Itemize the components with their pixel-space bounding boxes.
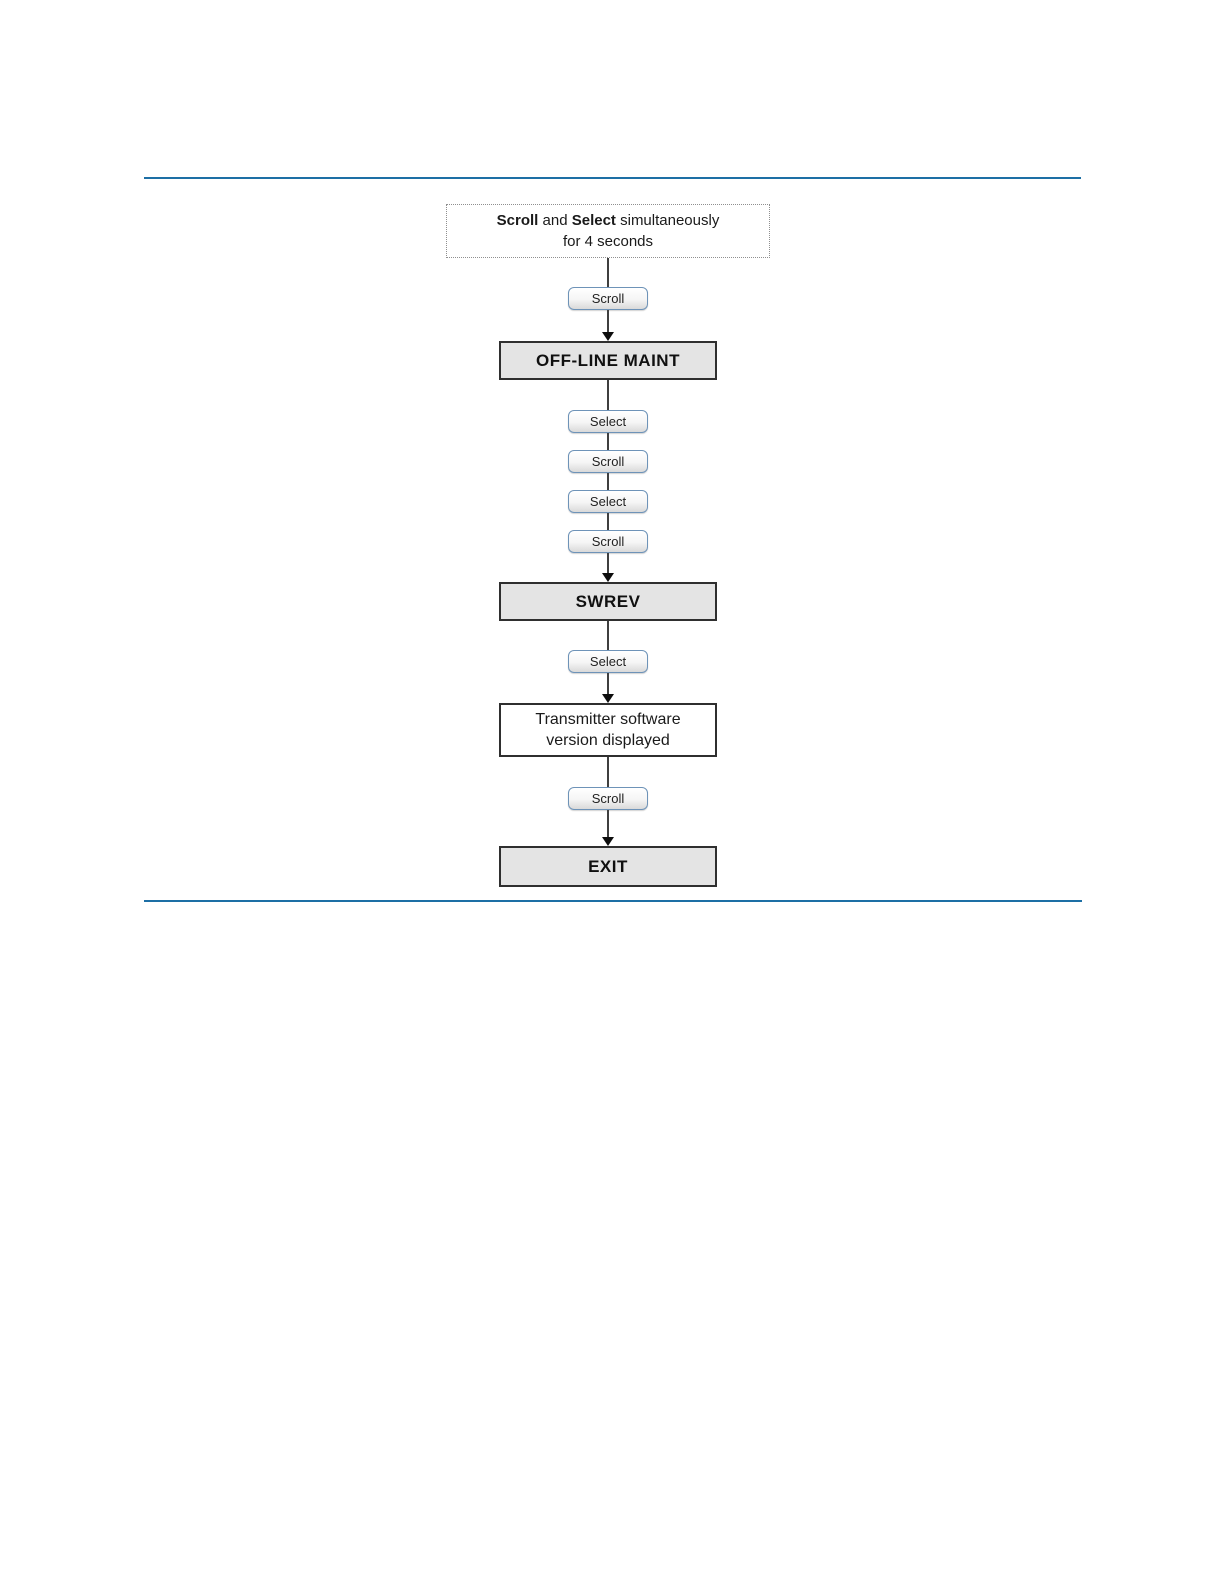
result-display-box: Transmitter software version displayed [499,703,717,757]
connector-line [607,621,609,650]
scroll-key-button: Scroll [568,287,648,310]
arrow-down-icon [602,573,614,582]
arrow-down-icon [602,837,614,846]
connector-line [607,433,609,450]
stage-exit: EXIT [499,846,717,887]
connector-line [607,810,609,837]
arrow-down-icon [602,332,614,341]
connector-line [607,310,609,332]
select-key-button: Select [568,410,648,433]
section-divider-bottom [144,900,1082,902]
flowchart: Scroll and Select simultaneously for 4 s… [446,204,770,887]
connector-line [607,380,609,410]
arrow-down-icon [602,694,614,703]
start-instruction-line1: Scroll and Select simultaneously [496,212,720,229]
scroll-key-button: Scroll [568,787,648,810]
connector-line [607,673,609,694]
scroll-key-label: Scroll [496,212,539,229]
scroll-key-button: Scroll [568,530,648,553]
stage-swrev: SWREV [499,582,717,621]
result-line1: Transmitter software [535,711,681,728]
connector-line [607,513,609,530]
select-key-button: Select [568,650,648,673]
select-key-button: Select [568,490,648,513]
result-line2: version displayed [546,732,670,749]
connector-line [607,473,609,490]
select-key-label: Select [571,212,616,229]
connector-line [607,553,609,573]
stage-offline-maint: OFF-LINE MAINT [499,341,717,380]
start-instruction-line2: for 4 seconds [562,233,654,250]
section-divider-top [144,177,1081,179]
connector-line [607,757,609,787]
start-instruction-box: Scroll and Select simultaneously for 4 s… [446,204,770,258]
scroll-key-button: Scroll [568,450,648,473]
connector-line [607,258,609,287]
